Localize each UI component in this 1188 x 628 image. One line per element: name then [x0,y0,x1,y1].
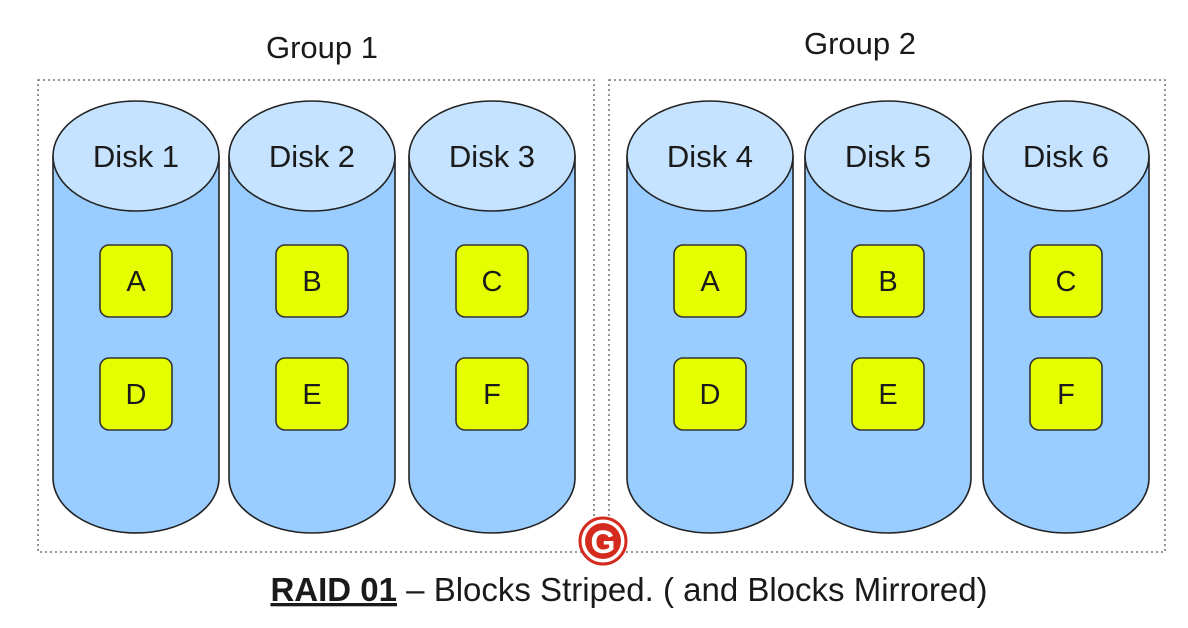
data-block-label: F [1057,379,1075,411]
disk-label: Disk 2 [269,139,355,174]
caption-raid-label: RAID 01 [270,571,397,608]
data-block-label: C [482,266,503,298]
disk-top [982,100,1150,212]
data-block-label: D [126,379,147,411]
disks-layer: Disk 1 A D Disk 2 B E Disk 3 C F Disk 4 A D Disk 5 B E… [52,100,1150,534]
data-block [851,357,925,431]
disk-top [804,100,972,212]
disk-5: Disk 5 B E [804,100,972,534]
disk-label: Disk 5 [845,139,931,174]
disk-body [804,155,972,534]
disk-2: Disk 2 B E [228,100,396,534]
disk-body [626,155,794,534]
disk-top [52,100,220,212]
data-block [455,357,529,431]
caption: RAID 01 – Blocks Striped. ( and Blocks M… [270,571,987,608]
data-block [1029,357,1103,431]
data-block-label: E [878,379,897,411]
data-block [275,357,349,431]
data-block [99,244,173,318]
group-1-title: Group 1 [266,30,378,65]
caption-description: – Blocks Striped. ( and Blocks Mirrored) [397,571,988,608]
group-2-box [608,79,1166,553]
data-block-label: C [1056,266,1077,298]
disk-top [626,100,794,212]
disk-body [52,155,220,534]
group-1-box [37,79,595,553]
data-block [1029,244,1103,318]
disk-label: Disk 3 [449,139,535,174]
disk-4: Disk 4 A D [626,100,794,534]
disk-1: Disk 1 A D [52,100,220,534]
data-block-label: F [483,379,501,411]
group-2-title: Group 2 [804,26,916,61]
disk-body [228,155,396,534]
data-block [673,244,747,318]
disk-label: Disk 1 [93,139,179,174]
disk-top [228,100,396,212]
disk-3: Disk 3 C F [408,100,576,534]
disk-top [408,100,576,212]
disk-body [982,155,1150,534]
g-logo-letter: G [591,524,616,560]
g-logo: G [578,516,628,566]
data-block [455,244,529,318]
data-block-label: D [700,379,721,411]
disk-6: Disk 6 C F [982,100,1150,534]
data-block [851,244,925,318]
data-block [99,357,173,431]
data-block-label: A [700,266,720,298]
data-block-label: B [302,266,321,298]
disk-body [408,155,576,534]
data-block [275,244,349,318]
disk-label: Disk 6 [1023,139,1109,174]
data-block-label: B [878,266,897,298]
data-block-label: A [126,266,146,298]
data-block-label: E [302,379,321,411]
disk-label: Disk 4 [667,139,753,174]
data-block [673,357,747,431]
